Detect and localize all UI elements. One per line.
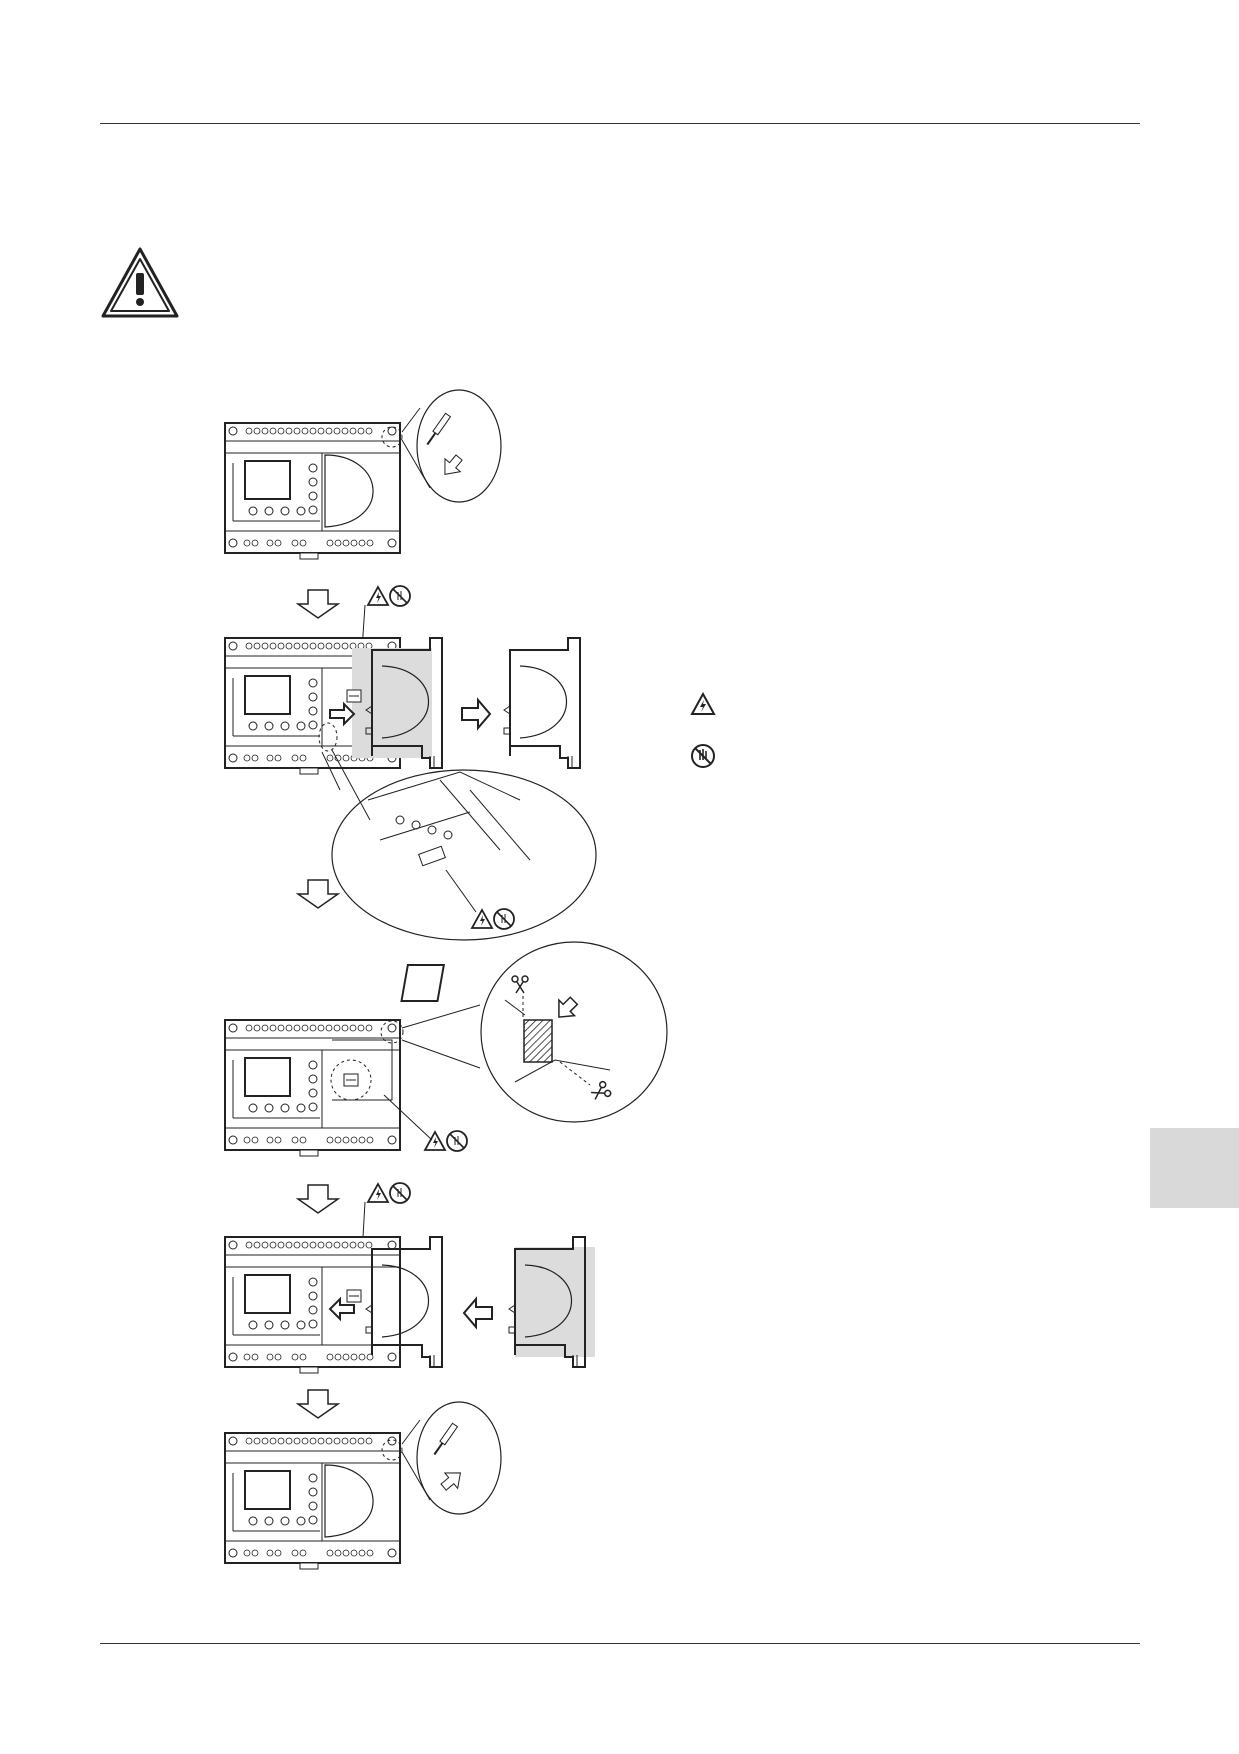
down-arrow-3 — [297, 1184, 339, 1214]
scissors-icon-1 — [511, 975, 529, 994]
warning-triangle-icon — [100, 246, 180, 325]
warning-pair-2 — [471, 908, 515, 930]
header-rule — [100, 123, 1140, 124]
scissors-icon-2 — [591, 1080, 612, 1100]
no-touch-icon — [690, 743, 716, 774]
footer-rule — [100, 1643, 1140, 1644]
right-arrow-remove — [461, 699, 491, 729]
zoom-callout-connector — [331, 769, 597, 941]
warning-pair-3 — [424, 1130, 468, 1152]
screwdriver-icon — [426, 412, 452, 446]
down-arrow-2 — [297, 879, 339, 909]
zoom-callout-screwdriver-2 — [416, 1401, 502, 1515]
electric-shock-warning-icon — [690, 691, 716, 721]
down-arrow-1 — [297, 589, 339, 619]
down-arrow-4 — [297, 1389, 339, 1419]
warning-pair-4 — [367, 1182, 411, 1204]
zoom-callout-screwdriver-1 — [416, 389, 502, 503]
section-tab — [1150, 1128, 1239, 1208]
plc-step1 — [224, 422, 401, 560]
zoom-callout-cut — [480, 941, 668, 1123]
warning-pair-1 — [367, 585, 411, 607]
left-arrow-attach — [462, 1296, 493, 1330]
